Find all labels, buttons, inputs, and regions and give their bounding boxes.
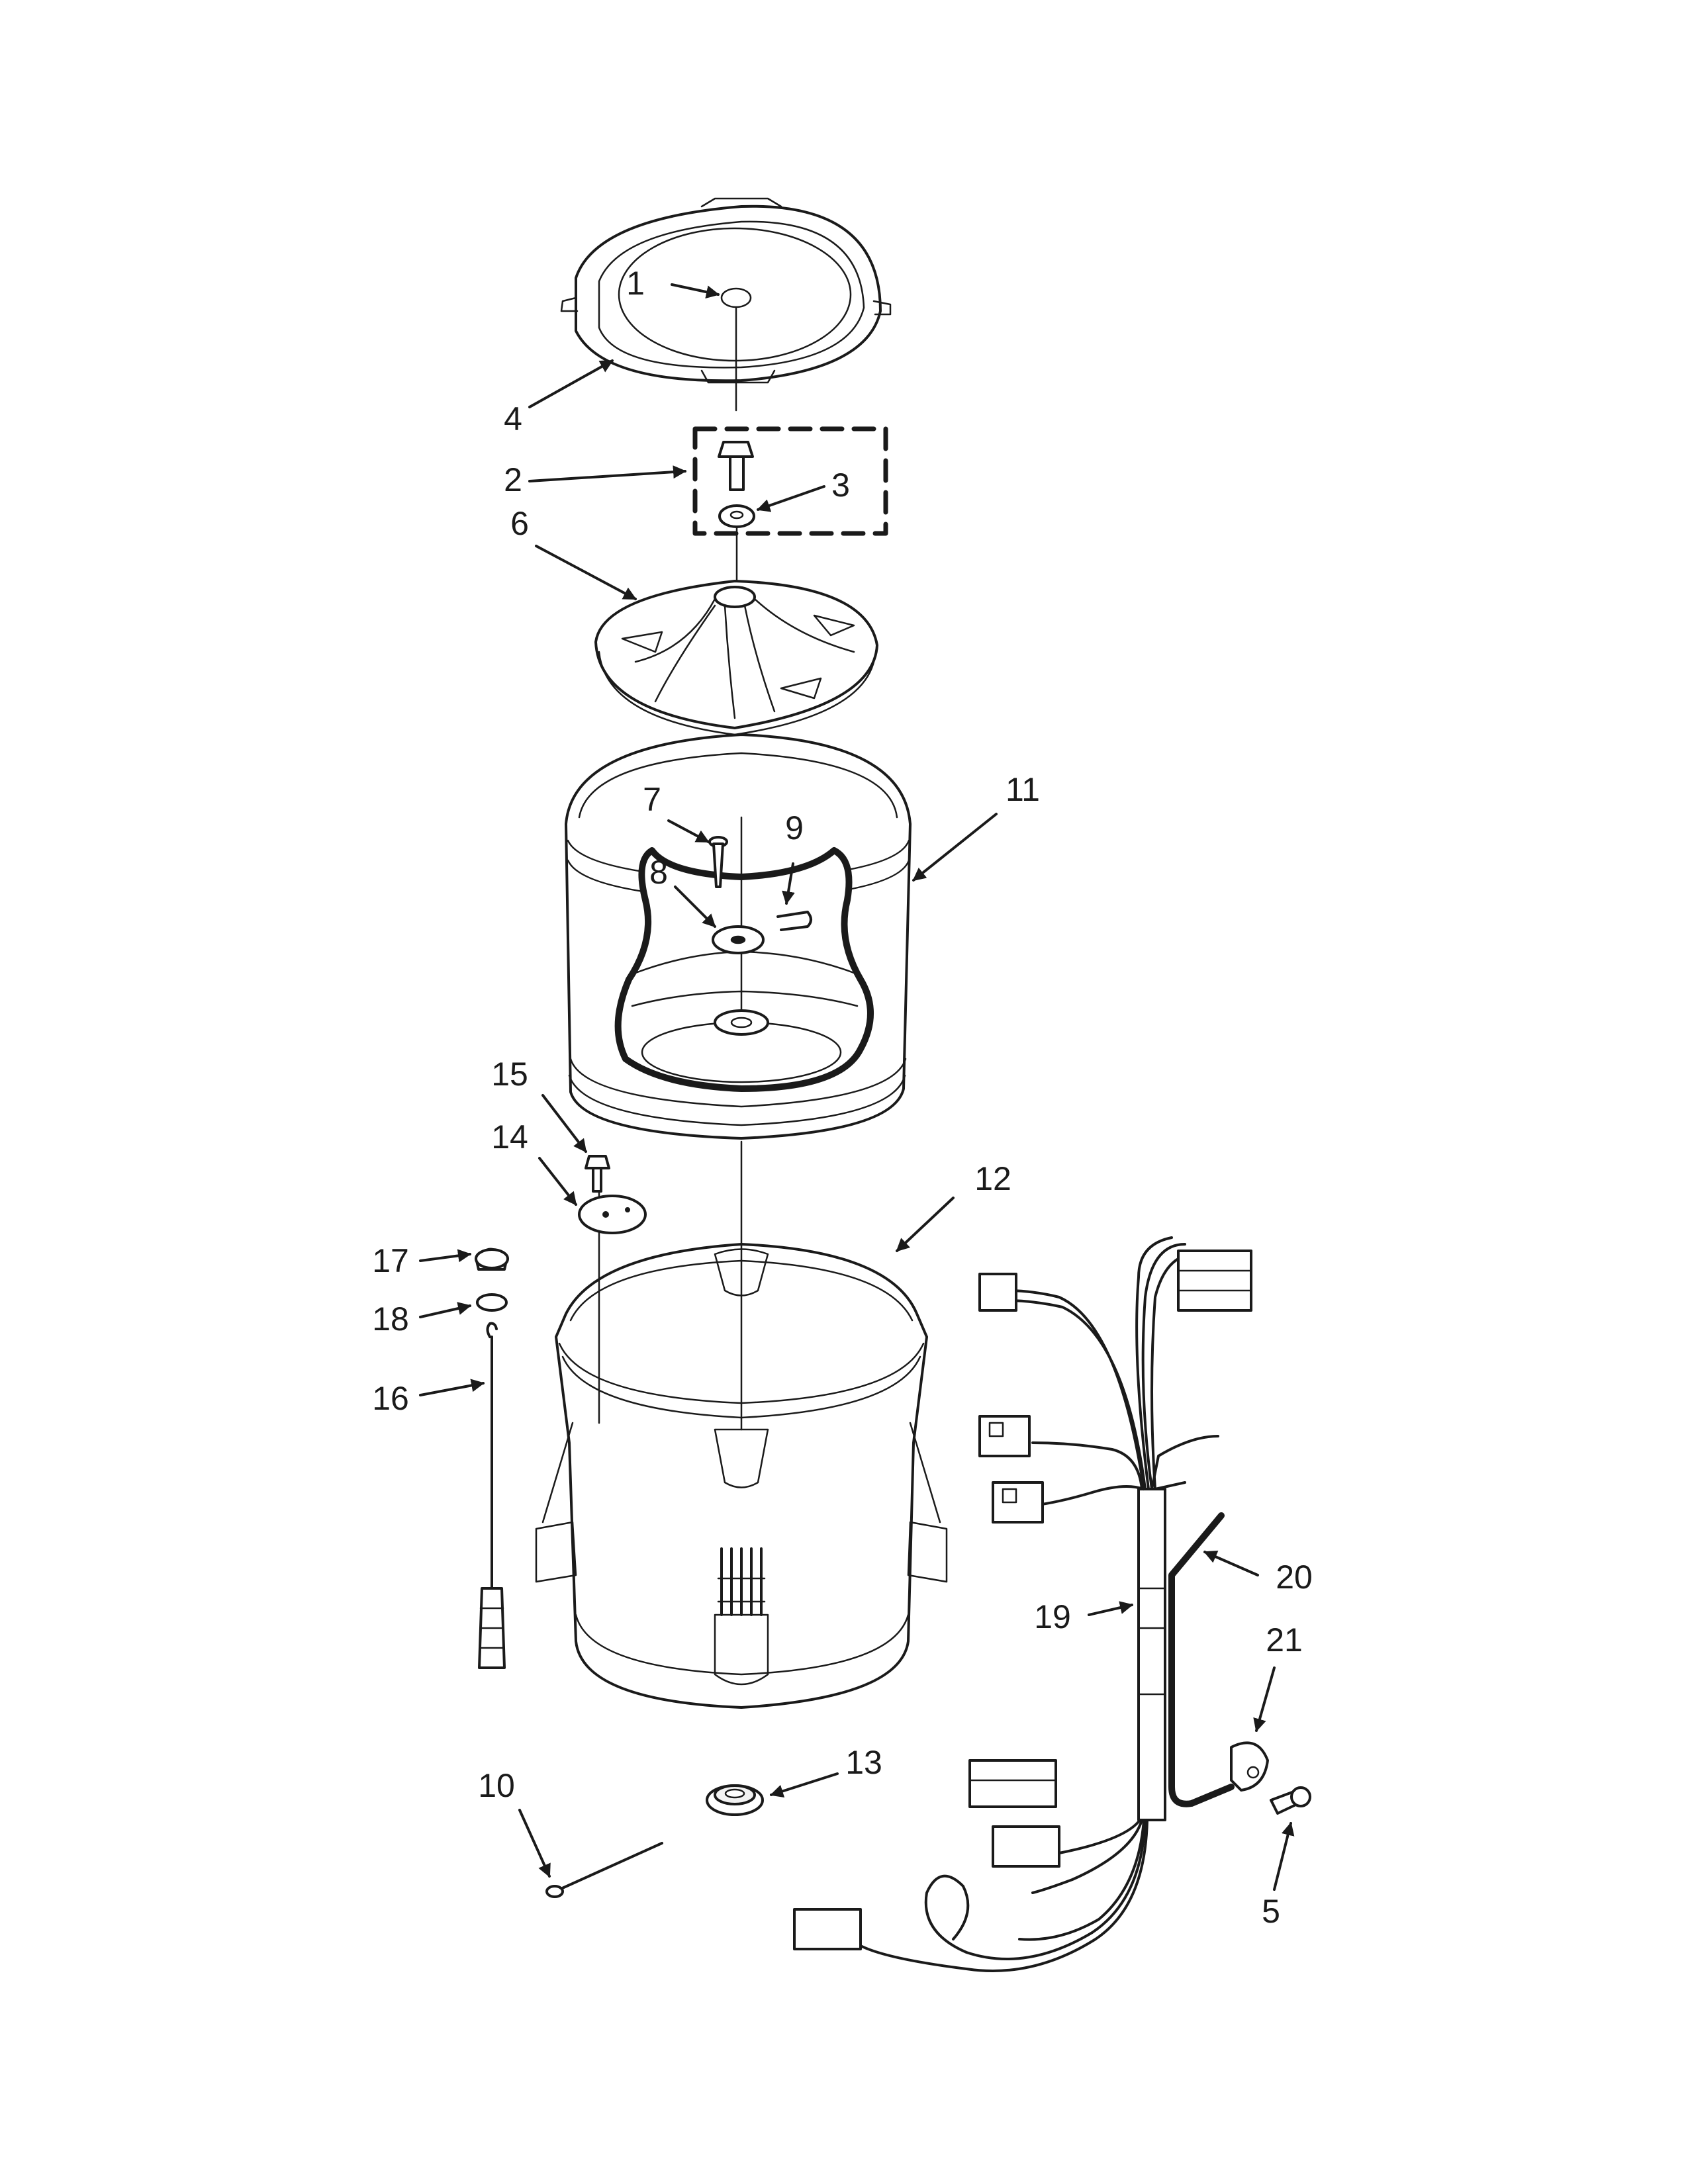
leader-arrows xyxy=(419,283,1295,1891)
screw xyxy=(708,836,728,888)
part-label-6: 6 xyxy=(510,505,529,542)
mounting-plate xyxy=(578,1195,647,1234)
part-label-19: 19 xyxy=(1034,1598,1071,1635)
part-number-labels: 1 2 3 4 5 6 7 8 9 10 11 12 13 14 15 16 1… xyxy=(372,265,1313,1930)
part-label-13: 13 xyxy=(845,1744,882,1781)
wire-harness xyxy=(859,1236,1219,1972)
tub-ring-plug xyxy=(720,287,752,308)
part-label-5: 5 xyxy=(1262,1893,1280,1930)
part-label-9: 9 xyxy=(785,809,804,846)
part-label-3: 3 xyxy=(831,467,850,504)
hardware-kit-outline xyxy=(692,426,888,536)
harness-connector xyxy=(793,1908,862,1950)
part-label-21: 21 xyxy=(1266,1621,1303,1659)
harness-connector xyxy=(978,1415,1031,1457)
suspension-cap xyxy=(475,1248,509,1271)
part-label-14: 14 xyxy=(491,1118,528,1156)
tub-vent-ribs xyxy=(717,1547,766,1616)
drive-hub xyxy=(712,925,765,954)
part-label-8: 8 xyxy=(649,854,668,891)
part-label-11: 11 xyxy=(1006,771,1040,808)
probe-pin xyxy=(545,1842,663,1898)
mounting-bolt xyxy=(585,1155,610,1193)
clamp xyxy=(1230,1741,1269,1792)
retaining-clip xyxy=(776,911,812,931)
part-label-7: 7 xyxy=(643,781,661,818)
harness-connector xyxy=(1177,1250,1252,1312)
part-label-1: 1 xyxy=(626,265,645,302)
part-label-4: 4 xyxy=(504,400,522,437)
outer-tub xyxy=(535,1243,948,1709)
part-label-2: 2 xyxy=(504,461,522,498)
pressure-tube xyxy=(1168,1512,1235,1807)
part-label-16: 16 xyxy=(372,1380,409,1417)
basket-hub xyxy=(714,1009,769,1036)
impeller xyxy=(594,580,878,736)
suspension-washer xyxy=(476,1293,508,1312)
harness-connector xyxy=(978,1273,1017,1312)
harness-connector xyxy=(992,1825,1060,1868)
tub-seal xyxy=(706,1784,764,1816)
part-label-18: 18 xyxy=(372,1300,409,1338)
part-label-10: 10 xyxy=(478,1767,515,1804)
part-label-15: 15 xyxy=(491,1056,528,1093)
suspension-rod xyxy=(478,1322,506,1669)
harness-connector xyxy=(992,1481,1044,1524)
harness-connector xyxy=(968,1759,1057,1808)
part-label-17: 17 xyxy=(372,1242,409,1279)
washer xyxy=(718,504,755,528)
part-label-12: 12 xyxy=(974,1160,1011,1197)
impeller-bolt xyxy=(718,441,754,491)
part-label-20: 20 xyxy=(1276,1559,1313,1596)
harness-screw xyxy=(1270,1786,1311,1815)
